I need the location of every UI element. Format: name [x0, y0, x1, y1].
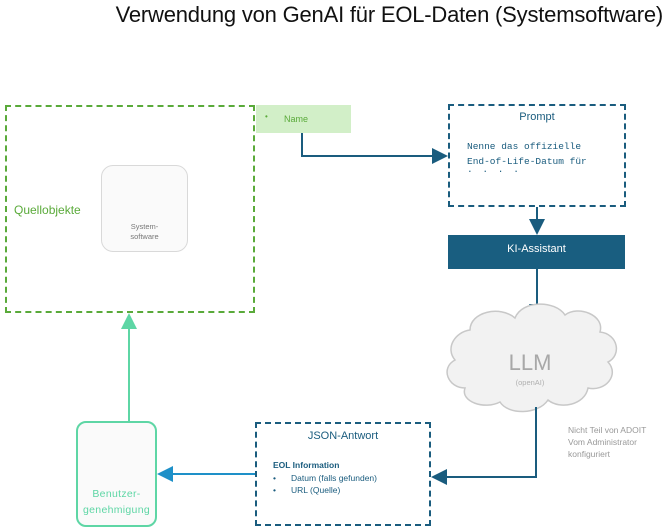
ki-assistant-label: KI-Assistant: [507, 243, 566, 255]
user-approval-label: Benutzer- genehmigung: [76, 486, 157, 518]
json-response-list: • Datum (falls gefunden) • URL (Quelle): [273, 472, 377, 496]
prompt-container[interactable]: [448, 104, 626, 207]
llm-note-line: Vom Administrator: [568, 437, 637, 447]
llm-note: Nicht Teil von ADOIT Vom Administrator k…: [568, 424, 646, 460]
list-item: • Datum (falls gefunden): [273, 472, 377, 484]
json-response-heading: EOL Information: [273, 460, 340, 470]
ki-assistant-box[interactable]: [448, 235, 625, 269]
attribute-name-label: Name: [284, 114, 309, 124]
llm-note-line: konfiguriert: [568, 449, 611, 459]
system-software-label: System- software: [101, 222, 188, 242]
list-item-text: Datum (falls gefunden): [291, 473, 377, 483]
diagram-title: Verwendung von GenAI für EOL-Daten (Syst…: [115, 2, 664, 27]
json-response-container[interactable]: [255, 422, 431, 526]
system-software-card[interactable]: [101, 165, 188, 252]
list-item-text: URL (Quelle): [291, 485, 341, 495]
user-approval-label-line1: Benutzer-: [92, 488, 141, 500]
bullet: •: [273, 473, 276, 483]
list-item: • URL (Quelle): [273, 484, 377, 496]
llm-label: LLM: [508, 350, 552, 375]
user-approval-card[interactable]: [76, 421, 157, 527]
prompt-title: Prompt: [519, 111, 555, 123]
source-objects-label: Quellobjekte: [14, 203, 81, 217]
system-software-label-line2: software: [130, 232, 159, 241]
system-software-label-line1: System-: [130, 222, 159, 231]
source-objects-container: [5, 105, 255, 313]
llm-provider-label: (openAI): [515, 378, 545, 387]
arrow-name-to-prompt: [301, 133, 448, 164]
prompt-truncation: . . . .: [467, 164, 521, 175]
json-response-title: JSON-Antwort: [307, 430, 379, 442]
arrow-llm-to-json: [431, 407, 537, 485]
attribute-bullet: •: [265, 112, 268, 121]
llm-note-line: Nicht Teil von ADOIT: [568, 425, 647, 435]
attribute-name-box[interactable]: [256, 105, 351, 133]
bullet: •: [273, 485, 276, 495]
user-approval-label-line2: genehmigung: [83, 504, 150, 516]
llm-cloud-shape: [446, 303, 618, 413]
prompt-text: Nenne das offizielle End-of-Life-Datum f…: [467, 141, 587, 167]
